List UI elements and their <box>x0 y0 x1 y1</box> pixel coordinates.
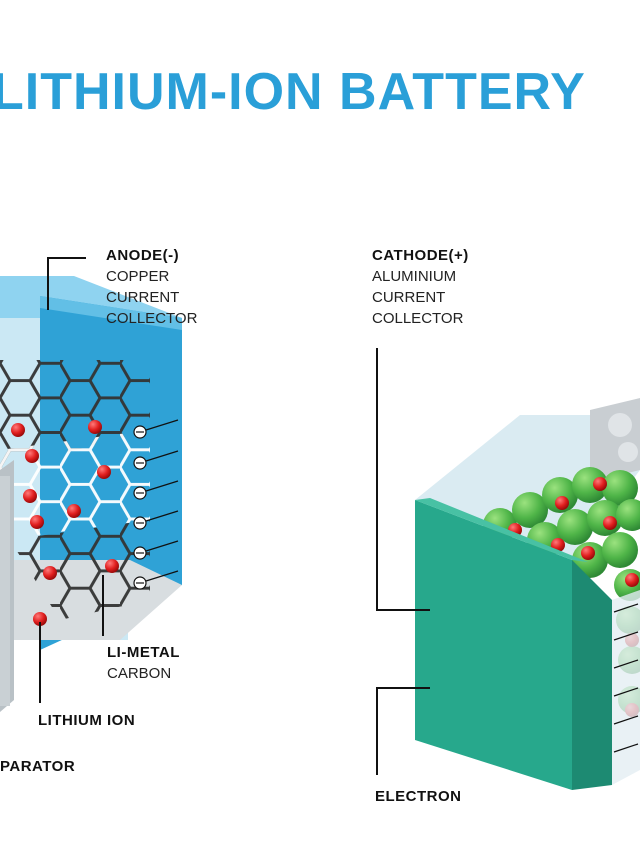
anode-line-2: CURRENT <box>106 289 180 306</box>
cathode-label: CATHODE(+) ALUMINIUM CURRENT COLLECTOR <box>372 245 469 329</box>
anode-electrons <box>133 419 179 590</box>
separator-heading: PARATOR <box>0 758 76 775</box>
limetal-heading: LI-METAL <box>107 644 180 661</box>
electron-label: ELECTRON <box>375 786 462 807</box>
cathode-line-2: CURRENT <box>372 289 446 306</box>
anode-label: ANODE(-) COPPER CURRENT COLLECTOR <box>106 245 197 329</box>
cathode-cell <box>376 348 640 790</box>
cathode-electrons <box>613 603 639 753</box>
anode-line-3: COLLECTOR <box>106 310 198 327</box>
cathode-line-1: ALUMINIUM <box>372 268 457 285</box>
cathode-heading: CATHODE(+) <box>372 247 469 264</box>
cathode-line-3: COLLECTOR <box>372 310 464 327</box>
separator-label: PARATOR <box>0 756 75 777</box>
anode-line-1: COPPER <box>106 268 170 285</box>
limetal-line-1: CARBON <box>107 665 172 682</box>
lithium-ion-label: LITHIUM ION <box>38 710 135 731</box>
page-title: LITHIUM-ION BATTERY <box>0 63 586 121</box>
anode-lithium-ions <box>11 420 119 626</box>
anode-cell <box>0 257 182 712</box>
lithium-ion-heading: LITHIUM ION <box>38 712 136 729</box>
electron-heading: ELECTRON <box>375 788 462 805</box>
anode-heading: ANODE(-) <box>106 247 180 264</box>
limetal-label: LI-METAL CARBON <box>107 642 180 684</box>
